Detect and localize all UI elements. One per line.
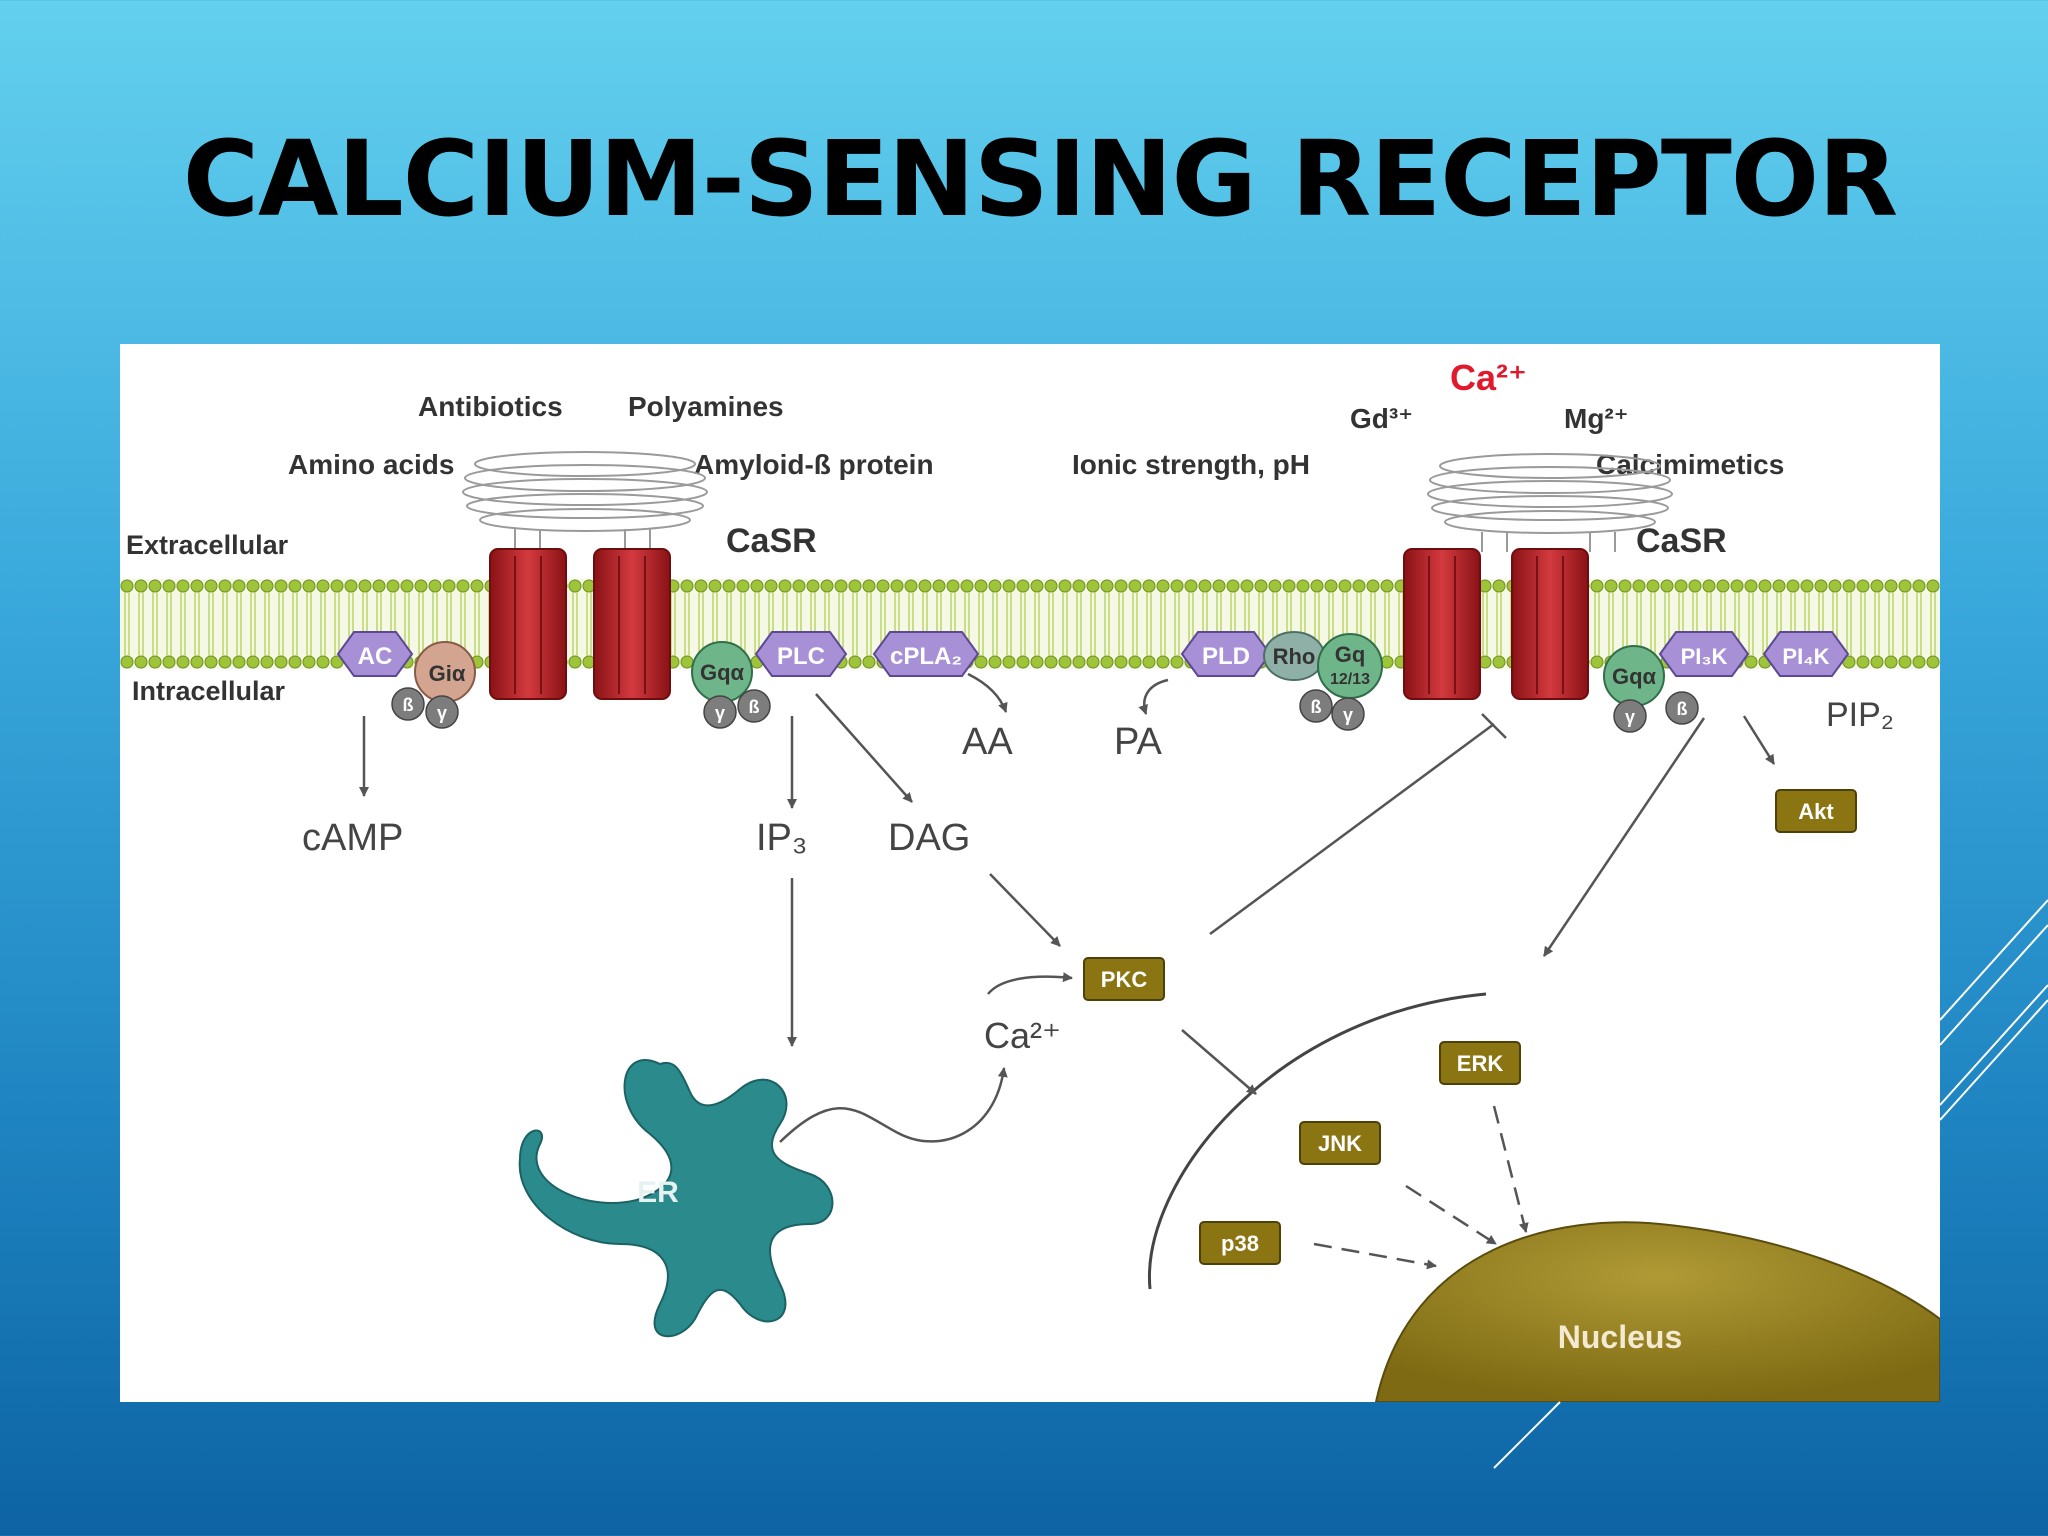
label-extracellular: Extracellular: [126, 530, 289, 560]
kinase-akt: Akt: [1775, 789, 1857, 833]
ligand-ca: Ca²⁺: [1450, 357, 1527, 398]
endoplasmic-reticulum: ER: [518, 1059, 834, 1338]
gq-right-beta-label: ß: [1677, 699, 1688, 719]
cpla2-label: cPLA₂: [890, 643, 962, 670]
ligand-gd: Gd³⁺: [1350, 403, 1413, 434]
dashed-arrows: [1313, 1105, 1529, 1270]
gq1213-label-a: Gq: [1335, 642, 1366, 667]
kinase-pkc: PKC: [1083, 957, 1165, 1001]
messenger-ip3: IP₃: [756, 817, 807, 859]
pi3k-enzyme: PI₃K: [1658, 631, 1750, 677]
gq1213-label-b: 12/13: [1330, 671, 1370, 688]
ligand-antibiotics: Antibiotics: [418, 391, 563, 422]
pathway-arrows: [359, 672, 1776, 1143]
ligand-amyloid: Amyloid-ß protein: [694, 449, 934, 480]
casr-receptor-left: [462, 451, 708, 700]
pi4k-label: PI₄K: [1782, 644, 1829, 669]
kinase-p38: p38: [1199, 1221, 1281, 1265]
gq1213-beta-label: ß: [1311, 697, 1322, 717]
messenger-dag: DAG: [888, 817, 970, 859]
casr-label-right: CaSR: [1636, 522, 1727, 560]
gq-protein-left: Gqα γ ß: [691, 641, 771, 729]
messenger-pa: PA: [1114, 721, 1163, 763]
ligand-mg: Mg²⁺: [1564, 403, 1629, 434]
casr-receptor-right: [1403, 453, 1673, 700]
gi-beta-label: ß: [403, 695, 414, 715]
nucleus: Nucleus: [1374, 1221, 1940, 1402]
gi-label: Giα: [429, 661, 466, 686]
gq1213-gamma-label: γ: [1343, 705, 1353, 725]
er-label: ER: [637, 1176, 679, 1209]
messenger-aa: AA: [962, 721, 1013, 763]
diagram-panel: Extracellular Intracellular Antibiotics …: [120, 344, 1940, 1402]
kinase-erk: ERK: [1439, 1041, 1521, 1085]
pi3k-label: PI₃K: [1681, 644, 1728, 669]
messenger-ca-cytosolic: Ca²⁺: [984, 1015, 1061, 1056]
gq-right-gamma-label: γ: [1625, 707, 1635, 727]
gq-left-gamma-label: γ: [715, 703, 725, 723]
akt-label: Akt: [1798, 799, 1834, 824]
messenger-camp: cAMP: [302, 817, 403, 859]
label-intracellular: Intracellular: [132, 676, 286, 706]
venus-flytrap-domain-right: [1427, 453, 1673, 552]
casr-label-left: CaSR: [726, 522, 817, 560]
ligand-amino-acids: Amino acids: [288, 449, 454, 480]
kinase-jnk: JNK: [1299, 1121, 1381, 1165]
ligand-ionic: Ionic strength, pH: [1072, 449, 1310, 480]
gq-left-beta-label: ß: [749, 697, 760, 717]
gq-protein-right: Gqα γ ß: [1603, 645, 1699, 733]
ligand-polyamines: Polyamines: [628, 391, 784, 422]
plc-label: PLC: [777, 643, 825, 670]
pld-label: PLD: [1202, 643, 1250, 670]
p38-label: p38: [1221, 1231, 1259, 1256]
cpla2-enzyme: cPLA₂: [872, 631, 980, 677]
slide-title: CALCIUM-SENSING RECEPTOR: [182, 118, 1899, 240]
nuclear-envelope-arc: [1147, 992, 1487, 1290]
pkc-label: PKC: [1101, 967, 1148, 992]
gi-protein: Giα ß γ: [391, 641, 476, 729]
rho-protein: Rho: [1263, 631, 1325, 681]
gq-left-label: Gqα: [700, 660, 745, 685]
ac-enzyme: AC: [336, 631, 414, 677]
gi-gamma-label: γ: [437, 703, 447, 723]
plc-enzyme: PLC: [754, 631, 848, 677]
ac-label: AC: [358, 643, 393, 670]
rho-label: Rho: [1273, 644, 1316, 669]
jnk-label: JNK: [1318, 1131, 1362, 1156]
venus-flytrap-domain-left: [462, 451, 708, 549]
nucleus-label: Nucleus: [1558, 1319, 1682, 1355]
erk-label: ERK: [1457, 1051, 1504, 1076]
pi4k-enzyme: PI₄K: [1762, 631, 1850, 677]
gq-right-label: Gqα: [1612, 664, 1657, 689]
gq1213-protein: Gq 12/13 ß γ: [1299, 633, 1383, 731]
pld-enzyme: PLD: [1180, 631, 1272, 677]
messenger-pip2: PIP₂: [1826, 696, 1894, 734]
